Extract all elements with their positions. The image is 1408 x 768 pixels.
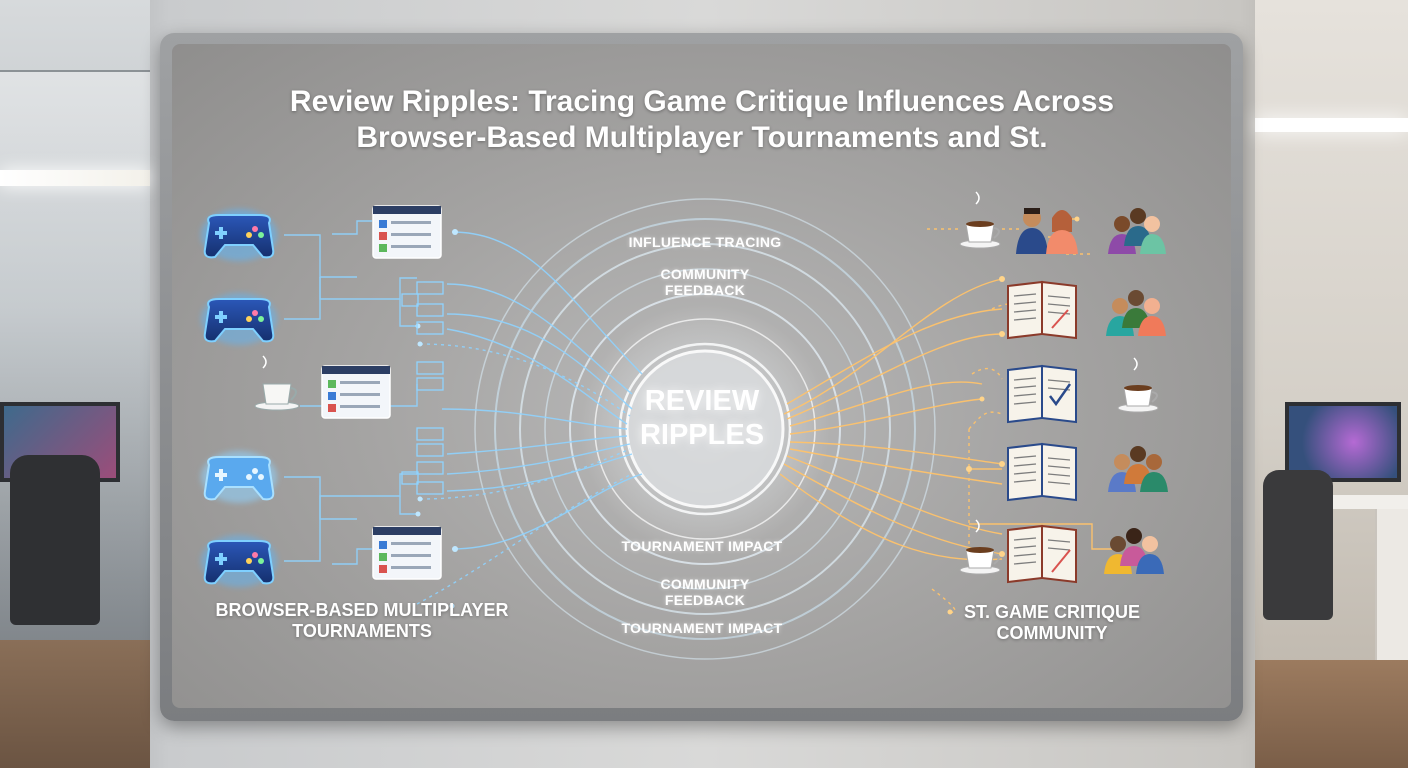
right-group-label: ST. GAME CRITIQUE COMMUNITY [963, 602, 1140, 643]
left-flow-lines [284, 220, 643, 605]
ring-label-community-feedback: COMMUNITY FEEDBACK [660, 266, 750, 298]
background-monitor [1285, 402, 1401, 482]
browser-window-icon [372, 526, 442, 580]
open-book-icon [1007, 364, 1077, 424]
ripple-diagram [201, 191, 1168, 660]
open-book-icon [1007, 280, 1077, 340]
office-chair [10, 455, 100, 625]
right-flow-lines [779, 218, 1112, 613]
people-group-icon [1106, 290, 1166, 336]
open-book-icon [1007, 442, 1077, 502]
office-background-right [1255, 0, 1408, 768]
gamepad-icon [201, 535, 277, 587]
center-label: REVIEW RIPPLES [639, 385, 765, 451]
diagram-title: Review Ripples: Tracing Game Critique In… [289, 85, 1115, 154]
ring-label-tournament-impact: TOURNAMENT IMPACT [621, 538, 783, 554]
coffee-cup-icon [959, 519, 1001, 575]
ceiling-light [0, 170, 150, 186]
people-group-icon [1108, 446, 1168, 492]
ceiling-light [1255, 118, 1408, 132]
ring-label-influence-tracing: INFLUENCE TRACING [628, 234, 782, 250]
floor [0, 640, 150, 768]
coffee-cup-icon [1117, 357, 1159, 413]
people-pair-icon [1016, 208, 1078, 254]
tournament-bracket-icon [401, 281, 444, 495]
gamepad-icon [201, 293, 277, 345]
floor [1255, 660, 1408, 768]
ripple-rings [474, 198, 936, 660]
people-group-icon [1104, 528, 1164, 574]
browser-window-icon [372, 205, 442, 259]
open-book-icon [1007, 524, 1077, 584]
browser-window-icon [321, 365, 391, 419]
gamepad-icon [201, 209, 277, 261]
office-chair [1263, 470, 1333, 620]
office-background-left [0, 0, 150, 768]
diagram-board: Review Ripples: Tracing Game Critique In… [172, 44, 1231, 708]
left-group-label: BROWSER-BASED MULTIPLAYER TOURNAMENTS [215, 600, 509, 641]
coffee-cup-icon [254, 355, 300, 411]
coffee-cup-icon [959, 191, 1001, 249]
people-group-icon [1108, 208, 1166, 254]
gamepad-icon [201, 451, 277, 503]
ring-label-community-feedback: COMMUNITY FEEDBACK [660, 576, 750, 608]
right-flow-dots [449, 216, 1080, 615]
ring-label-tournament-impact: TOURNAMENT IMPACT [621, 620, 783, 636]
